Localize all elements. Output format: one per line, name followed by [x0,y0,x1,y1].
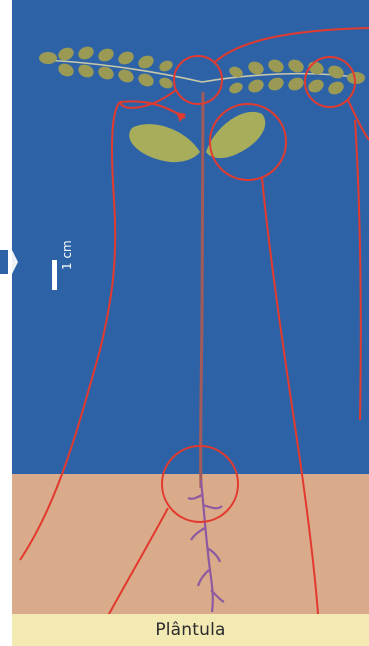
scale-bar [52,260,57,290]
left-arrow-bar [0,250,8,274]
scale-label: 1 cm [60,240,74,270]
left-margin [0,0,12,646]
figure-caption: Plântula [12,616,369,644]
